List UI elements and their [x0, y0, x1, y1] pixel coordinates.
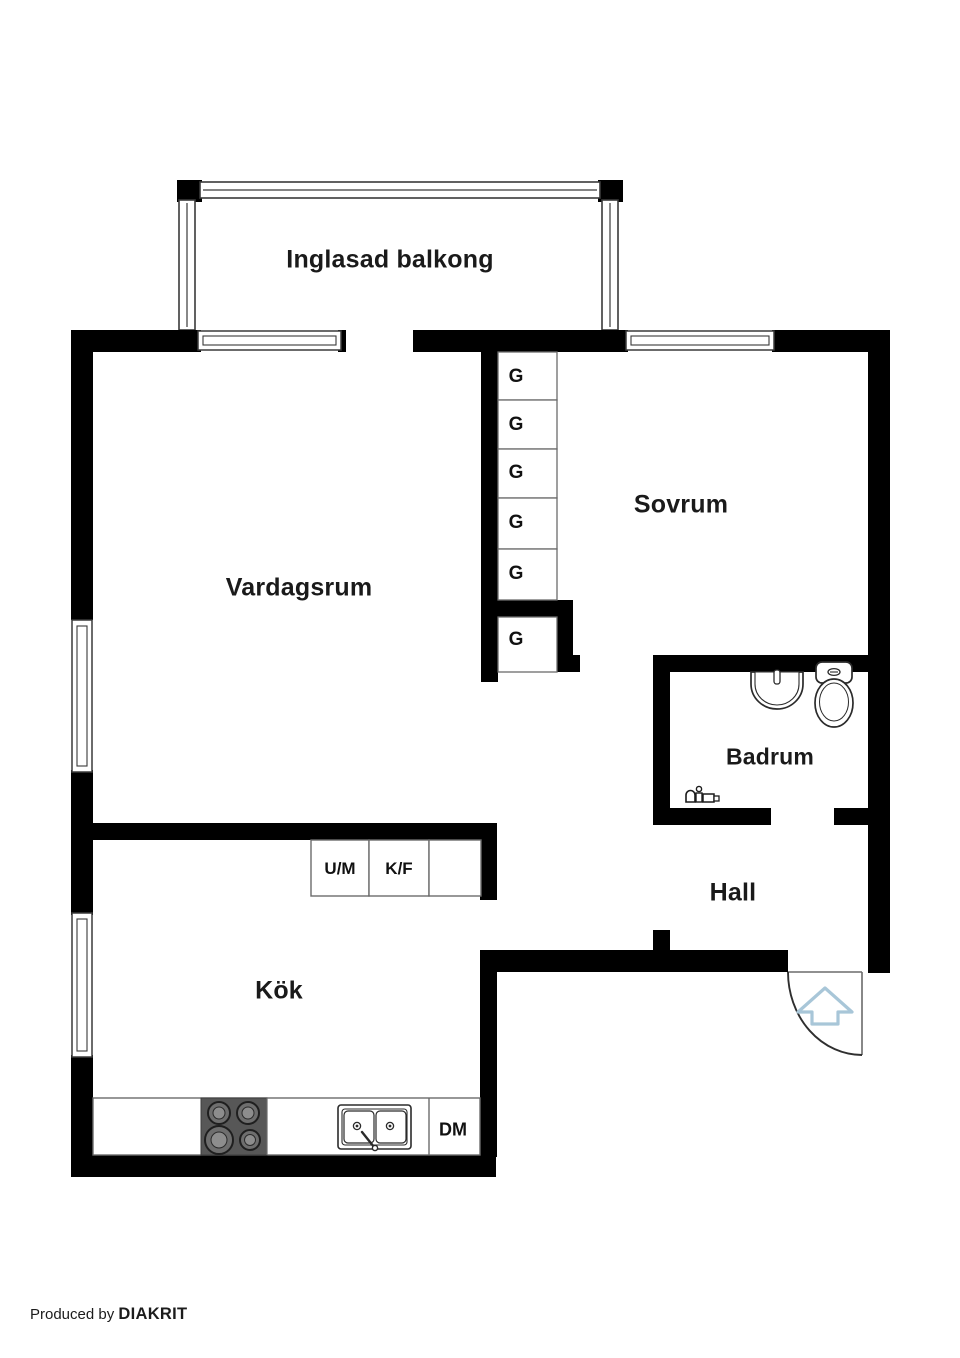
wall-kitchen-top — [93, 823, 497, 840]
wall-bathroom-bottom-right — [834, 808, 868, 825]
wall-closet-foot — [556, 655, 580, 672]
wall-kitchen-right-lower — [480, 950, 497, 1157]
wardrobe-box-6[interactable] — [497, 616, 558, 673]
wall-closet-divider — [495, 600, 573, 617]
openings — [71, 330, 775, 1058]
footer-brand: DIAKRIT — [118, 1305, 188, 1323]
double-sink-icon[interactable] — [337, 1104, 412, 1152]
kitchen-upper-units — [310, 839, 482, 897]
wardrobe-label-2: G — [508, 414, 524, 435]
wall-bathroom-top — [653, 655, 868, 672]
wardrobe-label-5: G — [508, 563, 524, 584]
balcony-structure — [177, 180, 623, 331]
wardrobe-box-2[interactable] — [497, 399, 558, 450]
window-livingroom-left — [71, 619, 93, 773]
wardrobe-box-1[interactable] — [497, 351, 558, 401]
stove-cooktop-icon[interactable] — [200, 1097, 268, 1156]
wardrobe-label-3: G — [508, 462, 524, 483]
wall-hall-bottom-stub — [653, 930, 670, 972]
wall-top-lr-right-stub — [338, 330, 346, 352]
wall-left-mid — [71, 770, 93, 915]
wardrobe-box-4[interactable] — [497, 497, 558, 550]
wall-hall-bottom-left — [480, 950, 660, 972]
unit-cabinet-empty[interactable] — [428, 839, 482, 897]
wardrobe-label-6: G — [508, 629, 524, 650]
door-direction-arrow-icon — [796, 986, 854, 1026]
kitchen-counter — [92, 1097, 481, 1156]
wall-kitchen-right-upper — [480, 823, 497, 900]
footer: Produced by DIAKRIT — [30, 1305, 187, 1324]
balcony-post-left — [177, 180, 202, 202]
wardrobe-group — [497, 351, 558, 673]
plumbing-fixture-icon — [685, 785, 720, 803]
wall-hall-bottom-right — [670, 950, 788, 972]
wall-top-right — [772, 330, 890, 352]
wall-top-left — [71, 330, 201, 352]
wall-right-entry-stub — [868, 925, 890, 973]
balcony-door-bedroom — [625, 330, 775, 351]
walls — [71, 330, 890, 1177]
washbasin-icon[interactable] — [750, 669, 804, 710]
wall-left-upper — [71, 330, 93, 620]
wall-bottom-kitchen — [71, 1155, 496, 1177]
wall-bathroom-bottom-left — [653, 808, 771, 825]
wall-closet-right-vert — [556, 600, 573, 655]
footer-prefix: Produced by — [30, 1306, 119, 1323]
wall-right-upper — [868, 330, 890, 925]
entrance-door-icon[interactable] — [787, 971, 863, 1056]
wardrobe-box-3[interactable] — [497, 448, 558, 499]
balcony-door-livingroom — [197, 330, 342, 351]
balcony-glazing-top — [199, 181, 601, 199]
balcony-glazing-left — [178, 199, 196, 331]
wall-left-lower — [71, 1055, 93, 1177]
wall-bathroom-left — [653, 655, 670, 825]
appliance-label-dishwasher: DM — [439, 1119, 467, 1140]
appliance-label-oven-microwave: U/M — [324, 859, 356, 878]
wardrobe-label-4: G — [508, 512, 524, 533]
balcony-glazing-right — [601, 199, 619, 331]
wardrobe-label-1: G — [508, 366, 524, 387]
wall-closet-spine — [481, 352, 498, 682]
appliance-label-fridge-freezer: K/F — [385, 859, 413, 878]
wall-top-bedroom-left — [413, 330, 628, 352]
balcony-post-right — [598, 180, 623, 202]
bathroom-fixtures — [685, 661, 854, 803]
toilet-icon[interactable] — [814, 661, 854, 728]
kitchen-counter-run — [92, 1097, 481, 1156]
window-kitchen-left — [71, 912, 93, 1058]
wardrobe-box-5[interactable] — [497, 548, 558, 601]
